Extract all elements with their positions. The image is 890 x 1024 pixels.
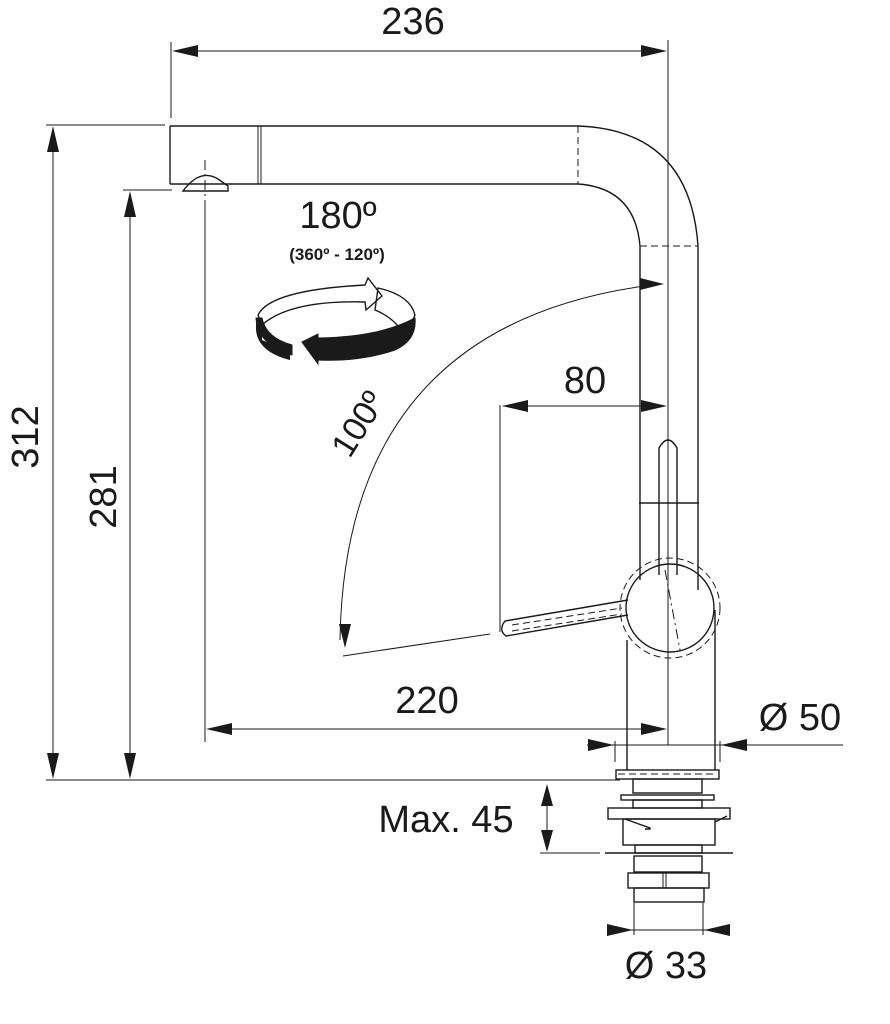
arrow-right-icon — [641, 45, 667, 57]
arrow-up-icon — [124, 191, 136, 217]
reach-dimension: 236 — [170, 1, 669, 745]
body-tube — [626, 60, 716, 770]
spout-projection-label: 220 — [395, 680, 458, 722]
spout — [169, 125, 699, 247]
lever-angle-label: 100º — [324, 385, 393, 464]
overall-height-label: 312 — [5, 405, 47, 468]
arrow-left-icon — [206, 723, 232, 735]
arrow-up-icon — [47, 126, 59, 152]
shank-diameter-label: Ø 33 — [625, 945, 707, 987]
lever-handle — [501, 439, 721, 659]
mounting-assembly — [605, 769, 733, 903]
overall-height-dimension: 312 — [5, 124, 620, 781]
base-diameter-label: Ø 50 — [759, 697, 841, 739]
spout-height-label: 281 — [83, 465, 125, 528]
arrow-right-icon — [607, 924, 633, 936]
arrow-left-icon — [721, 739, 747, 751]
arrow-left-icon — [704, 924, 730, 936]
base-diameter-dimension: Ø 50 — [587, 697, 843, 762]
arrow-down-icon — [541, 830, 553, 852]
rotation-arrows-icon — [255, 276, 416, 366]
lever-offset-label: 80 — [564, 360, 606, 402]
spout-height-dimension: 281 — [83, 189, 172, 779]
reach-label: 236 — [381, 1, 444, 43]
arrow-right-icon — [641, 723, 667, 735]
spout-projection-dimension: 220 — [206, 680, 667, 735]
shank-diameter-dimension: Ø 33 — [607, 903, 730, 987]
arrow-right-icon — [641, 400, 667, 412]
arrow-down-icon — [339, 624, 351, 648]
arrow-down-icon — [124, 753, 136, 779]
arrow-right-icon — [640, 278, 664, 290]
arrow-up-icon — [541, 784, 553, 806]
lever-offset-dimension: 80 — [499, 360, 667, 632]
rotation-angle-label: 180º — [299, 195, 376, 237]
deck-thickness-label: Max. 45 — [378, 799, 513, 841]
rotation-callout: 180º (360º - 120º) — [255, 195, 416, 366]
arrow-right-icon — [588, 739, 614, 751]
arrow-left-icon — [172, 45, 198, 57]
rotation-range-label: (360º - 120º) — [289, 245, 385, 264]
arrow-down-icon — [47, 753, 59, 779]
deck-thickness-dimension: Max. 45 — [378, 784, 600, 854]
arrow-left-icon — [502, 400, 528, 412]
